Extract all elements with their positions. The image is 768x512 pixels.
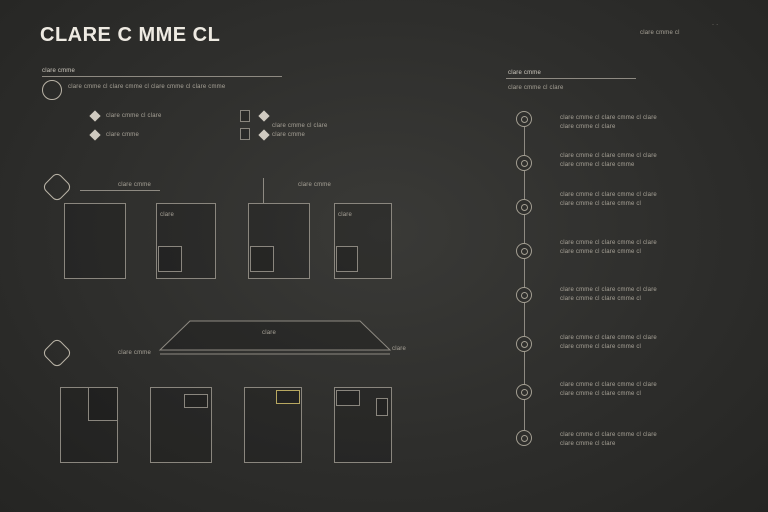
hexagon-icon [41, 171, 73, 203]
timeline-entry: clare cmme cl clare cmme cl clare [560, 382, 657, 388]
panel-box [334, 387, 392, 463]
timeline-entry: clare cmme cl clare cmme cl clare [560, 115, 657, 121]
legend-item2: clare cmme cl clare [272, 123, 328, 129]
panel-inset [184, 394, 208, 408]
panel-box [248, 203, 310, 279]
timeline-node [516, 430, 532, 446]
header-caption: clare cmme cl [640, 30, 680, 36]
timeline-entry: clare cmme cl clare cmme cl clare [560, 432, 657, 438]
panel-box [150, 387, 212, 463]
page-title: CLARE C MME CL [40, 24, 221, 46]
panel-inset [336, 246, 358, 272]
diamond-icon [258, 110, 270, 122]
panel-box [64, 203, 126, 279]
row1-label-right: clare cmme [298, 182, 332, 188]
panel-inset [158, 246, 182, 272]
timeline-entry: clare cmme cl clare [560, 441, 616, 447]
left-intro: clare cmme cl clare cmme cl clare cmme c… [68, 84, 226, 90]
platform-right-tag: clare [392, 346, 407, 352]
diamond-icon [89, 110, 101, 122]
timeline-entry: clare cmme cl clare cmme cl clare [560, 335, 657, 341]
legend-item1: clare cmme cl clare [106, 113, 162, 119]
hexagon-icon [41, 337, 73, 369]
legend-item1b: clare cmme [106, 132, 140, 138]
row1-label-left: clare cmme [118, 182, 152, 188]
row1-inner2: clare [338, 212, 353, 218]
timeline-node [516, 199, 532, 215]
panel-box [334, 203, 392, 279]
panel-inset [376, 398, 388, 416]
legend-item2b: clare cmme [272, 132, 306, 138]
panel-inset [336, 390, 360, 406]
left-heading: clare cmme [42, 68, 76, 74]
timeline-node [516, 287, 532, 303]
timeline-entry: clare cmme cl clare cmme cl [560, 344, 642, 350]
timeline-entry: clare cmme cl clare cmme cl [560, 296, 642, 302]
timeline-entry: clare cmme cl clare cmme cl [560, 391, 642, 397]
row1-connector [80, 190, 160, 191]
timeline-heading: clare cmme [508, 70, 542, 76]
square-icon [240, 128, 250, 140]
diamond-icon [89, 129, 101, 141]
timeline-spine [524, 118, 525, 440]
timeline-entry: clare cmme cl clare [560, 124, 616, 130]
timeline-entry: clare cmme cl clare cmme cl clare [560, 287, 657, 293]
row1-marker [263, 178, 264, 203]
timeline-node [516, 384, 532, 400]
diamond-icon [258, 129, 270, 141]
panel-inset [250, 246, 274, 272]
panel-highlight [276, 390, 300, 404]
timeline-entry: clare cmme cl clare cmme cl [560, 201, 642, 207]
timeline-subheading: clare cmme cl clare [508, 85, 564, 91]
timeline-entry: clare cmme cl clare cmme cl [560, 249, 642, 255]
target-icon [42, 80, 62, 100]
timeline-entry: clare cmme cl clare cmme [560, 162, 635, 168]
timeline-entry: clare cmme cl clare cmme cl clare [560, 153, 657, 159]
panel-box [156, 203, 216, 279]
square-icon [240, 110, 250, 122]
platform-shape [158, 320, 392, 355]
timeline-node [516, 111, 532, 127]
panel-inset [88, 387, 118, 421]
timeline-node [516, 155, 532, 171]
platform-left-tag: clare cmme [118, 350, 152, 356]
panel-box [244, 387, 302, 463]
timeline-heading-rule [506, 78, 636, 79]
header-caption-dots: · · [712, 22, 719, 28]
timeline-node [516, 336, 532, 352]
timeline-entry: clare cmme cl clare cmme cl clare [560, 240, 657, 246]
row1-inner1: clare [160, 212, 175, 218]
panel-box [60, 387, 118, 463]
left-heading-rule [42, 76, 282, 77]
timeline-node [516, 243, 532, 259]
platform-label: clare [262, 330, 277, 336]
timeline-entry: clare cmme cl clare cmme cl clare [560, 192, 657, 198]
